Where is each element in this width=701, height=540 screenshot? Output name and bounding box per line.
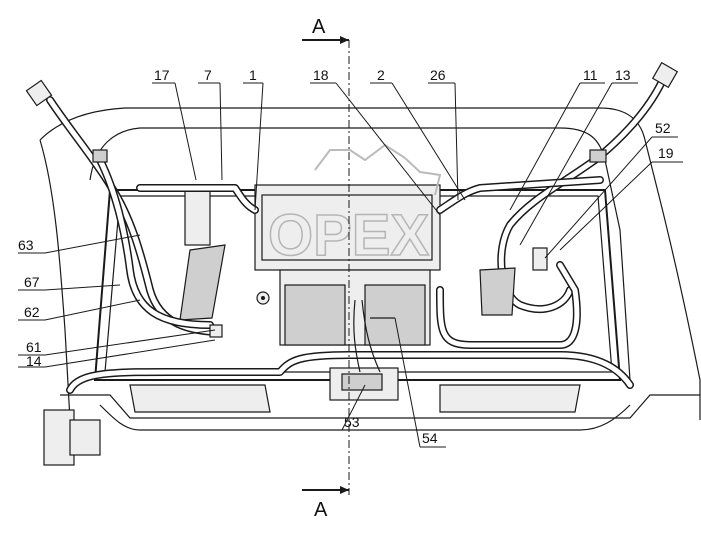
left-side-block: [184, 189, 211, 246]
heater-inner: [261, 194, 433, 261]
heater-base-right: [364, 284, 426, 346]
callout-1: 1: [249, 67, 257, 83]
callout-53: 53: [344, 414, 360, 430]
callout-11: 11: [583, 67, 598, 83]
mount-bolt-center: [261, 296, 265, 300]
callout-62: 62: [24, 304, 40, 320]
callout-18: 18: [313, 67, 329, 83]
callout-7: 7: [204, 67, 212, 83]
right-valve: [532, 247, 548, 271]
right-vent: [439, 384, 581, 413]
right-hose-outer-in: [498, 72, 668, 312]
left-vent: [129, 384, 271, 413]
callout-52: 52: [655, 120, 671, 136]
left-connector: [25, 79, 53, 107]
callout-63: 63: [18, 237, 34, 253]
left-fitting: [209, 324, 223, 338]
switch-plug: [341, 373, 383, 391]
callout-13: 13: [615, 67, 631, 83]
section-arrow-top-head: [340, 36, 349, 44]
left-bottom-bracket: [43, 409, 75, 466]
callout-14: 14: [26, 353, 42, 369]
section-label-top: A: [312, 16, 326, 38]
right-hose-outer: [497, 71, 669, 313]
callout-54: 54: [422, 430, 438, 446]
section-arrow-bottom-head: [340, 486, 349, 494]
left-clamp: [92, 149, 108, 163]
right-connector: [651, 61, 679, 89]
heater-base: [284, 284, 346, 346]
section-label-bottom: A: [314, 499, 328, 521]
callout-67: 67: [24, 274, 40, 290]
callout-17: 17: [154, 67, 170, 83]
right-clamp: [589, 149, 607, 163]
leaders: [18, 82, 683, 448]
left-top-tube-in: [137, 185, 258, 213]
right-loop-hose-in: [437, 262, 580, 348]
left-bottom-bracket2: [69, 419, 101, 456]
wire-harness: [353, 299, 395, 373]
callout-19: 19: [658, 145, 674, 161]
roof-outline: [39, 107, 701, 421]
callout-2: 2: [377, 67, 385, 83]
left-hose-inner-in: [97, 157, 213, 328]
lower-duct-in: [67, 352, 633, 393]
callout-26: 26: [430, 67, 446, 83]
right-block: [479, 267, 516, 316]
callout-61: 61: [26, 339, 42, 355]
left-filter-panel: [179, 244, 226, 321]
frame-bottom: [60, 394, 700, 419]
